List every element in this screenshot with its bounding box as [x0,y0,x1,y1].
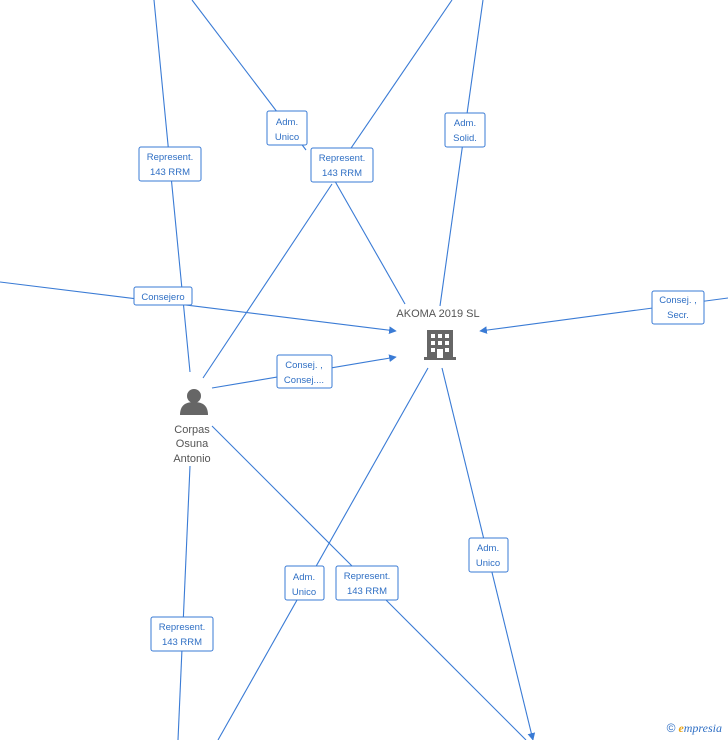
person-name-line-3: Antonio [173,453,210,465]
edge-person-vertical-down [177,465,191,740]
edge-consejero [0,281,397,334]
edge-top-left-vertical [153,0,191,373]
label-adm-unico-bottom-right[interactable]: Adm. Unico [468,537,509,573]
edge-labels: Adm. Unico Represent. 143 RRM Represent.… [133,110,705,652]
label-consej-consej[interactable]: Consej. , Consej.... [276,354,333,389]
person-node[interactable]: Corpas Osuna Antonio [173,389,211,465]
label-adm-unico-bottom-center[interactable]: Adm. Unico [284,565,325,601]
svg-text:Represent.: Represent. [147,152,193,163]
svg-text:Consej. ,: Consej. , [659,295,697,306]
label-represent-bottom-center[interactable]: Represent. 143 RRM [335,565,399,601]
label-represent-top-center[interactable]: Represent. 143 RRM [310,147,374,183]
edge-top-right-diagonal [331,0,453,177]
label-consejero[interactable]: Consejero [133,286,193,306]
brand-initial: e [678,721,684,735]
svg-text:143 RRM: 143 RRM [150,167,190,178]
svg-text:Adm.: Adm. [276,117,298,128]
svg-text:Consej. ,: Consej. , [285,360,323,371]
svg-text:Represent.: Represent. [344,571,390,582]
company-name: AKOMA 2019 SL [396,308,479,320]
edge-represent-to-person [202,183,333,379]
svg-text:143 RRM: 143 RRM [347,586,387,597]
building-icon [424,330,456,360]
edge-represent-to-company [331,175,406,305]
person-name-line-1: Corpas [174,424,210,436]
label-consej-secr[interactable]: Consej. , Secr. [651,290,705,325]
person-name-line-2: Osuna [176,438,209,450]
svg-text:Adm.: Adm. [477,543,499,554]
svg-text:Unico: Unico [292,587,316,598]
brand-name: mpresia [683,721,722,735]
person-icon [180,389,208,415]
copyright-symbol: © [666,721,676,735]
svg-text:143 RRM: 143 RRM [322,168,362,179]
company-node[interactable]: AKOMA 2019 SL [396,308,480,360]
edge-top-right-vertical [439,0,484,307]
edge-company-to-bottom-left [217,367,429,740]
svg-text:Consej....: Consej.... [284,375,324,386]
svg-text:Solid.: Solid. [453,133,477,144]
label-adm-solid[interactable]: Adm. Solid. [444,112,486,148]
svg-text:Represent.: Represent. [159,622,205,633]
empresia-watermark: © empresia [667,721,722,736]
svg-text:143 RRM: 143 RRM [162,637,202,648]
label-represent-top-left[interactable]: Represent. 143 RRM [138,146,202,182]
label-represent-bottom-left[interactable]: Represent. 143 RRM [150,616,214,652]
svg-text:Unico: Unico [275,132,299,143]
svg-text:Consejero: Consejero [141,292,184,303]
svg-text:Secr.: Secr. [667,310,689,321]
svg-text:Represent.: Represent. [319,153,365,164]
svg-text:Adm.: Adm. [454,118,476,129]
label-adm-unico-top[interactable]: Adm. Unico [266,110,308,146]
svg-text:Unico: Unico [476,558,500,569]
svg-text:Adm.: Adm. [293,572,315,583]
